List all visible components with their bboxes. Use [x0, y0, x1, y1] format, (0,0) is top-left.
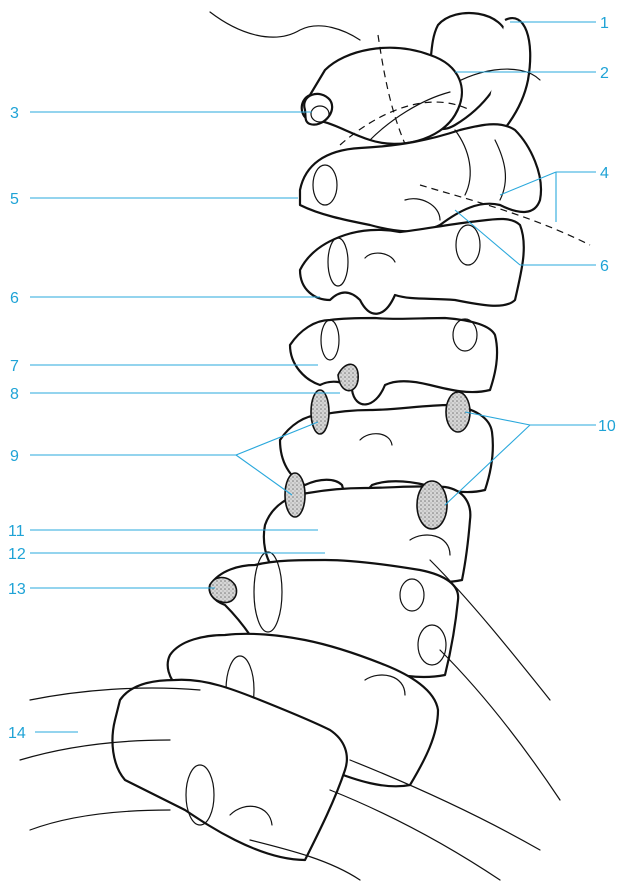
label-4: 4 [600, 165, 609, 182]
label-9: 9 [10, 448, 19, 465]
label-10: 10 [598, 418, 616, 435]
label-6-right: 6 [600, 258, 609, 275]
label-5: 5 [10, 191, 19, 208]
label-14: 14 [8, 725, 26, 742]
label-2: 2 [600, 65, 609, 82]
label-7: 7 [10, 358, 19, 375]
label-11: 11 [8, 523, 25, 540]
label-12: 12 [8, 546, 26, 563]
label-1: 1 [600, 15, 609, 32]
label-13: 13 [8, 581, 26, 598]
label-6-left: 6 [10, 290, 19, 307]
label-3: 3 [10, 105, 19, 122]
vertebra-c3 [300, 219, 524, 314]
vertebra-c5 [280, 390, 493, 496]
label-8: 8 [10, 386, 19, 403]
